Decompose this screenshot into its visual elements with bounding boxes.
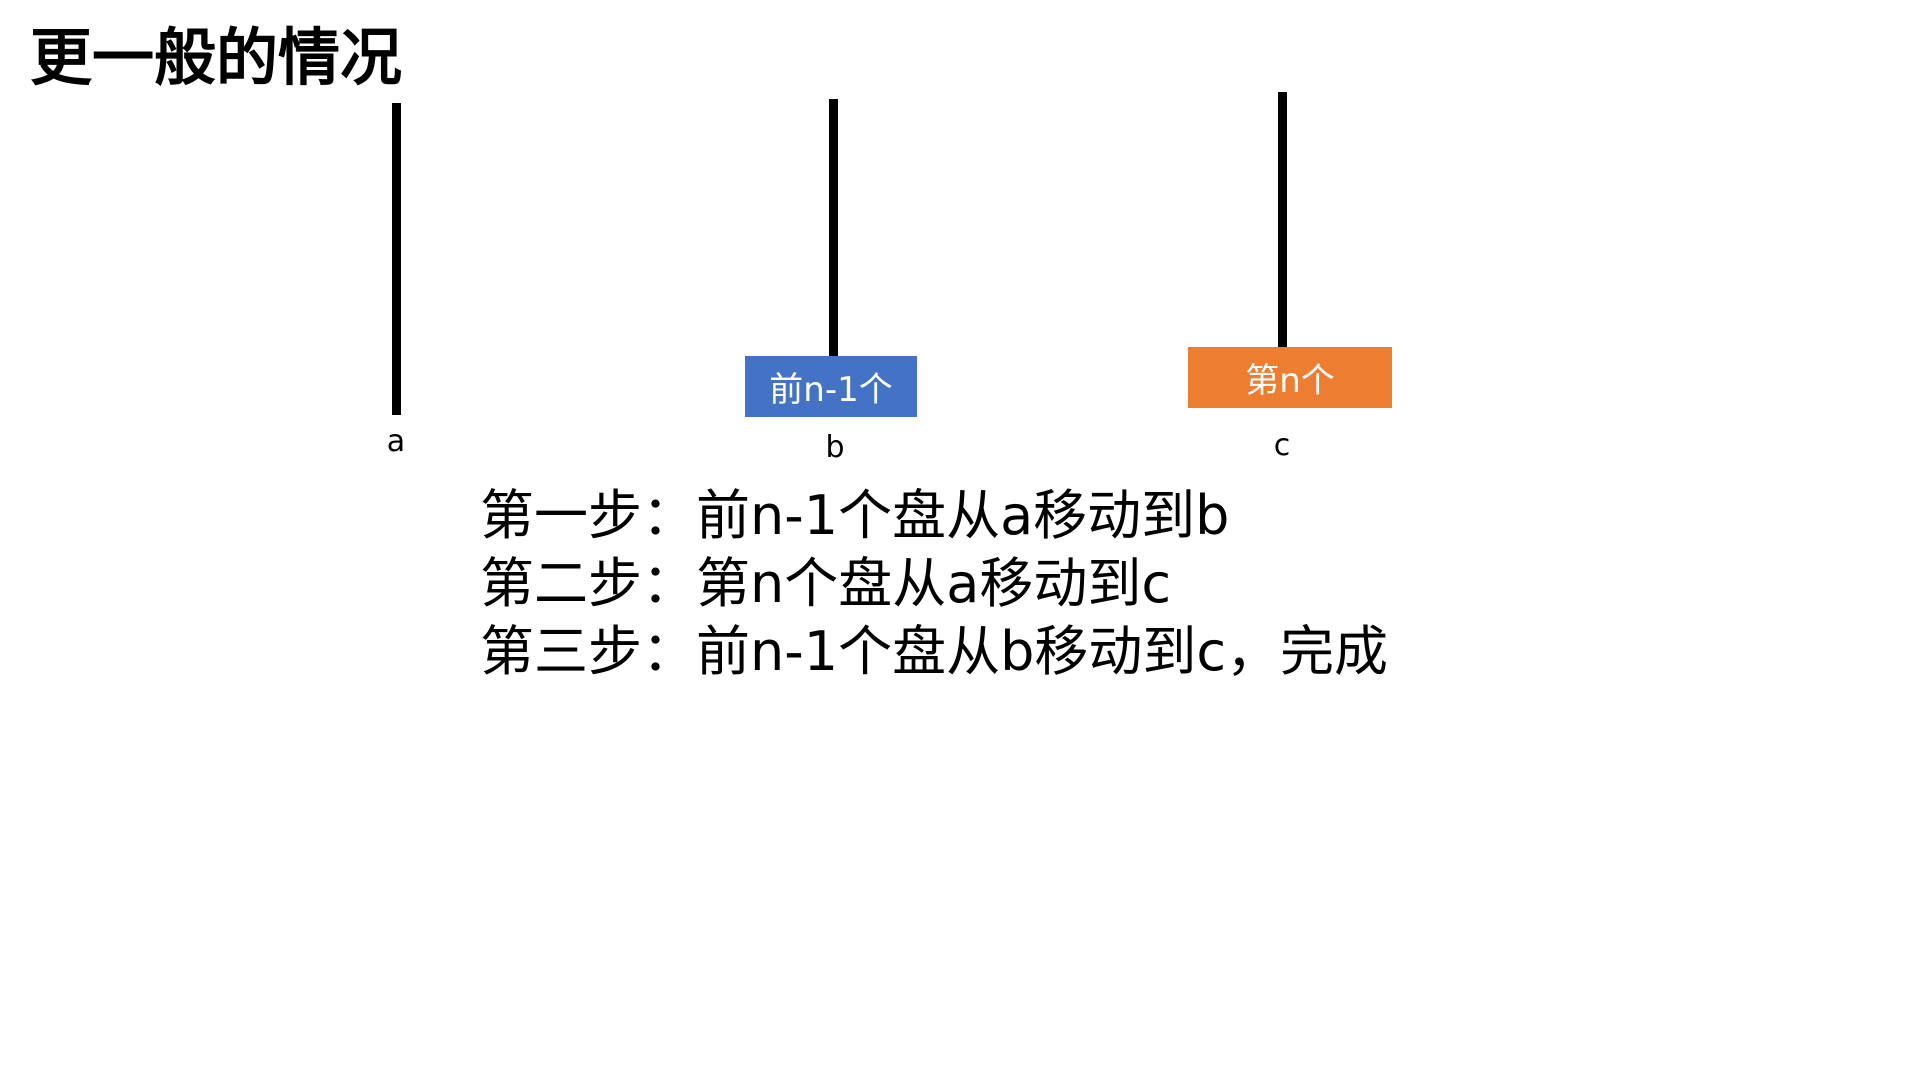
rod-c	[1278, 92, 1287, 347]
rod-a	[392, 103, 401, 415]
slide-title: 更一般的情况	[30, 21, 403, 94]
rod-label-c: c	[1273, 428, 1291, 463]
disk-first-n-minus-1: 前n-1个	[745, 356, 917, 417]
rod-b	[829, 99, 838, 357]
disk-nth: 第n个	[1188, 347, 1392, 408]
rod-label-a: a	[386, 424, 406, 459]
step-1: 第一步：前n-1个盘从a移动到b	[480, 484, 1230, 547]
steps-list: 第一步：前n-1个盘从a移动到b 第二步：第n个盘从a移动到c 第三步：前n-1…	[480, 482, 1388, 686]
step-2: 第二步：第n个盘从a移动到c	[480, 552, 1172, 615]
rod-label-b: b	[825, 430, 845, 465]
step-3: 第三步：前n-1个盘从b移动到c，完成	[480, 620, 1389, 683]
